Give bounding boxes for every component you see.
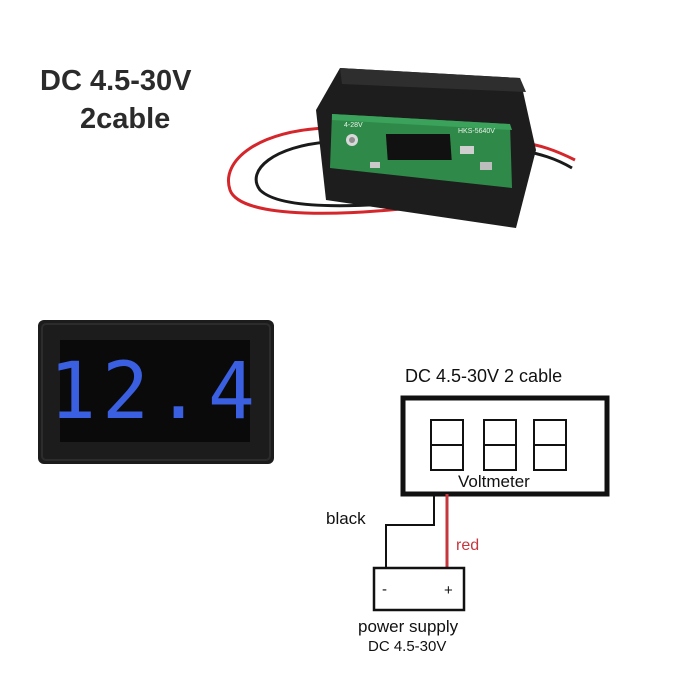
- headline-cable: 2cable: [80, 103, 171, 135]
- digit-placeholder: [483, 419, 517, 471]
- diagram-title: DC 4.5-30V 2 cable: [405, 366, 562, 386]
- red-wire: [227, 126, 471, 215]
- product-photo: 4-28V HKS-5640V: [227, 68, 576, 228]
- product-headline: DC 4.5-30V 2cable: [40, 62, 240, 138]
- wire-red-label: red: [456, 537, 479, 554]
- display-window: [60, 340, 250, 442]
- digit-placeholder: [430, 419, 464, 471]
- display-reading: 12.4: [49, 347, 261, 437]
- ic-chip: [385, 134, 452, 160]
- supply-label: power supply: [358, 617, 459, 636]
- terminal-plus: +: [444, 582, 453, 599]
- voltmeter-front-panel: 12.4: [38, 320, 274, 464]
- terminal-minus: -: [382, 581, 387, 598]
- device-label: Voltmeter: [458, 472, 530, 491]
- pcb-marking-left: 4-28V: [344, 122, 363, 129]
- headline-voltage: DC 4.5-30V: [40, 65, 192, 97]
- wiring-diagram: DC 4.5-30V 2 cable Voltmeter black red -…: [326, 366, 610, 655]
- digit-placeholder: [533, 419, 567, 471]
- black-wire-line: [385, 494, 435, 568]
- wire-black-label: black: [326, 509, 366, 528]
- pcb-marking-right: HKS-5640V: [458, 128, 495, 135]
- power-supply-box: [372, 566, 466, 612]
- supply-voltage: DC 4.5-30V: [368, 638, 446, 655]
